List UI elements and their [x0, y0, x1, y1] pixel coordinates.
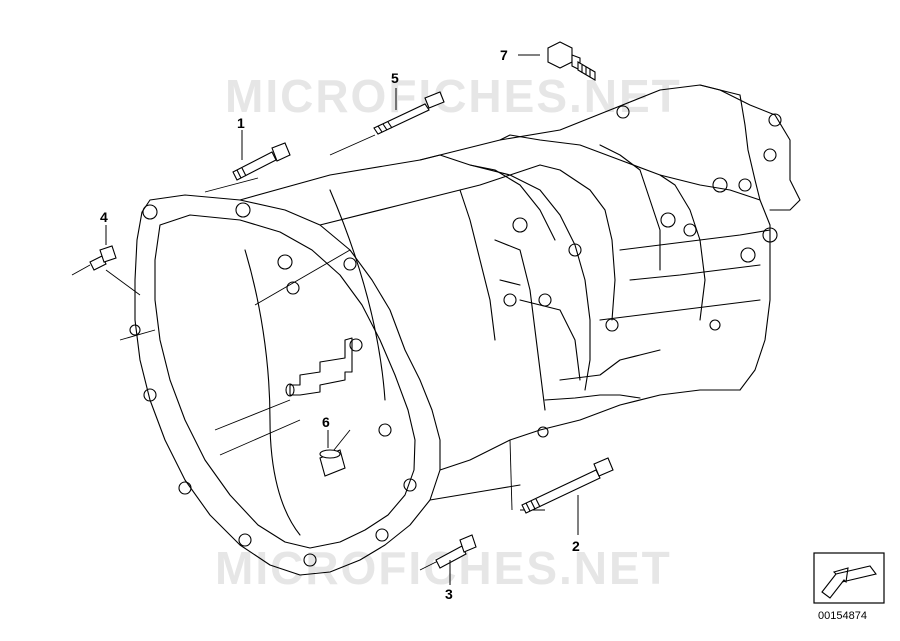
bolt-part-2	[521, 457, 614, 514]
leader-lines	[71, 134, 545, 571]
callout-2: 2	[572, 538, 580, 554]
bolt-part-1	[232, 142, 291, 181]
callout-7: 7	[500, 47, 508, 63]
callout-3: 3	[445, 586, 453, 602]
reference-badge: 00154874	[813, 552, 885, 622]
gearbox-housing	[129, 84, 801, 576]
bolt-part-5	[373, 91, 445, 135]
watermark-top: MICROFICHES.NET	[225, 70, 682, 122]
screw-part-4	[89, 245, 117, 271]
watermark-bottom: MICROFICHES.NET	[215, 542, 672, 594]
sleeve-part-6	[319, 449, 346, 477]
callout-6: 6	[322, 414, 330, 430]
arrow-icon	[821, 565, 877, 599]
reference-number: 00154874	[818, 610, 867, 622]
callout-4: 4	[100, 209, 108, 225]
bolt-part-3	[435, 534, 477, 569]
callout-5: 5	[391, 70, 399, 86]
sensor-part-7	[547, 41, 596, 81]
callout-1: 1	[237, 115, 245, 131]
